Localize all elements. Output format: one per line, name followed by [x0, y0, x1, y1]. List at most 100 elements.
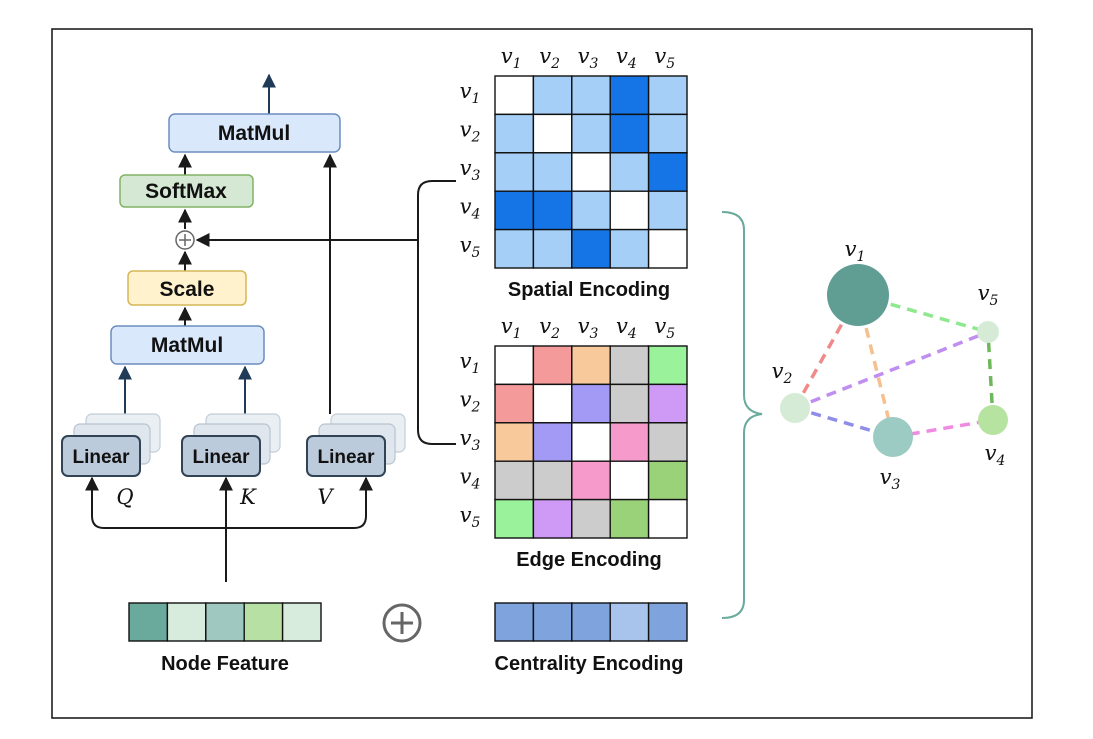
spatial-cell [609, 190, 650, 231]
graph-brace [721, 211, 763, 619]
centrality-cell [532, 602, 573, 642]
spatial-cell [532, 228, 573, 269]
graph-edge-v2-v5 [794, 330, 989, 410]
linear-q-box [61, 435, 141, 477]
spatial-cell [532, 190, 573, 231]
edge-cell [532, 422, 573, 462]
linear-k-stack: Linear [181, 413, 281, 477]
spatial-cell [532, 113, 573, 154]
graph-edge-v4-v5 [986, 331, 995, 421]
edge-cell [571, 460, 611, 501]
centrality-cell [571, 602, 611, 642]
linear-v-stack: Linear [306, 413, 406, 477]
spatial-cell [532, 152, 573, 192]
edge-cell [532, 460, 573, 501]
node-feature-cell [243, 602, 284, 642]
centrality-cell [647, 602, 688, 642]
centrality-encoding-bar [494, 602, 688, 642]
q-label: Q [116, 485, 133, 509]
spatial-cell [571, 152, 611, 192]
linear-v-box [306, 435, 386, 477]
edge-cell [571, 498, 611, 539]
spatial-cell [647, 228, 688, 269]
plus-icon [382, 603, 422, 643]
edge-cell [532, 498, 573, 539]
linear-q-label: Linear [72, 447, 130, 468]
spatial-cell [494, 228, 535, 269]
arrow-input-v [226, 476, 373, 529]
spatial-cell [571, 190, 611, 231]
graph-node-v1 [827, 264, 889, 326]
graph-node-v3 [873, 417, 913, 457]
linear-v-label: Linear [317, 447, 375, 468]
edge-cell [647, 422, 688, 462]
edge-cell [532, 383, 573, 424]
scale-label: Scale [160, 278, 215, 301]
edge-cell [494, 460, 535, 501]
encoding-bracket [417, 180, 456, 445]
spatial-cell [647, 190, 688, 231]
edge-cell [647, 383, 688, 424]
softmax-label: SoftMax [145, 180, 227, 203]
edge-cell [571, 422, 611, 462]
linear-k-label: Linear [192, 447, 250, 468]
edge-cell [494, 383, 535, 424]
node-feature-bar [128, 602, 322, 642]
arrow-input-q [85, 476, 226, 529]
centrality-cell [609, 602, 650, 642]
k-label: K [239, 485, 257, 509]
scale-box [127, 270, 247, 306]
matmul-bottom-box [110, 325, 265, 365]
edge-encoding-label: Edge Encoding [516, 549, 662, 571]
node-feature-cell [205, 602, 245, 642]
spatial-cell [494, 75, 535, 116]
spatial-cell [609, 75, 650, 116]
spatial-cell [647, 113, 688, 154]
matmul-bottom-label: MatMul [151, 334, 223, 357]
edge-cell [647, 345, 688, 386]
spatial-cell [609, 228, 650, 269]
edge-cell [609, 383, 650, 424]
node-feature-cell [128, 602, 169, 642]
graph-node-v5 [977, 321, 999, 343]
edge-cell [571, 345, 611, 386]
edge-cell [494, 498, 535, 539]
node-feature-cell [166, 602, 207, 642]
edge-cell [609, 345, 650, 386]
spatial-cell [494, 190, 535, 231]
spatial-cell [494, 113, 535, 154]
edge-cell [647, 460, 688, 501]
attention-block: MatMul SoftMax Scale MatMul [61, 73, 456, 582]
node-feature-label: Node Feature [161, 653, 289, 675]
spatial-cell [571, 75, 611, 116]
spatial-encoding-label: Spatial Encoding [508, 279, 670, 301]
spatial-cell [494, 152, 535, 192]
graph-node-v2 [780, 393, 810, 423]
spatial-cell [647, 75, 688, 116]
spatial-cell [609, 113, 650, 154]
spatial-cell [571, 228, 611, 269]
edge-cell [609, 422, 650, 462]
node-feature-cell [281, 602, 322, 642]
matmul-top-label: MatMul [218, 122, 290, 145]
add-icon [175, 230, 195, 250]
matmul-top-box [168, 113, 341, 153]
spatial-cell [609, 152, 650, 192]
edge-cell [609, 460, 650, 501]
edge-cell [494, 422, 535, 462]
centrality-encoding-label: Centrality Encoding [495, 653, 684, 675]
edge-cell [571, 383, 611, 424]
edge-cell [532, 345, 573, 386]
edge-cell [494, 345, 535, 386]
edge-cell [609, 498, 650, 539]
linear-k-box [181, 435, 261, 477]
centrality-cell [494, 602, 535, 642]
linear-q-stack: Linear [61, 413, 161, 477]
spatial-cell [571, 113, 611, 154]
graph-node-v4 [978, 405, 1008, 435]
spatial-cell [532, 75, 573, 116]
spatial-cell [647, 152, 688, 192]
